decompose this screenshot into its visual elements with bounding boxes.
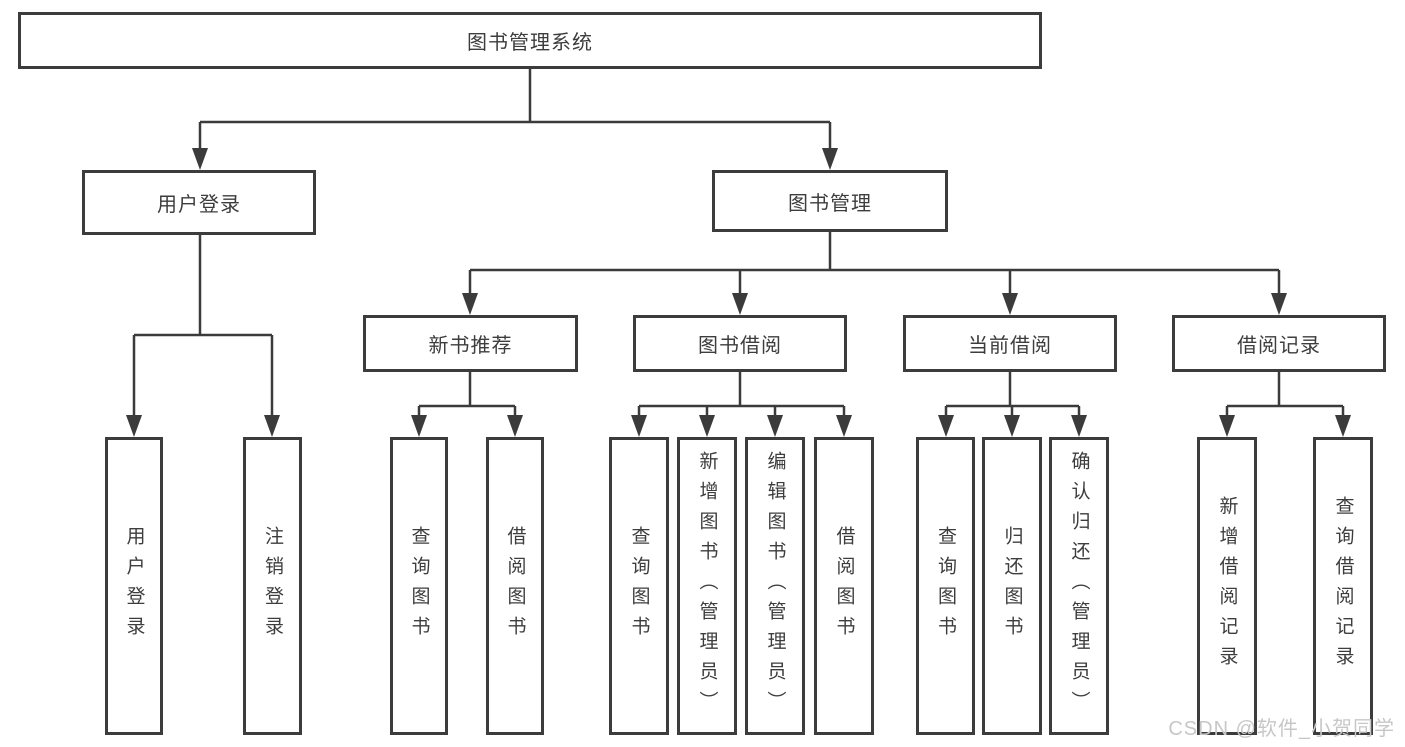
node-book-management: 图书管理 [712,170,948,232]
node-label: 确认归还（管理员） [1068,451,1090,721]
node-new-book-recommend: 新书推荐 [363,315,578,372]
node-label: 图书管理 [788,192,872,215]
leaf-query-borrow-record: 查询借阅记录 [1313,437,1373,735]
node-label: 查询图书 [408,526,430,646]
node-label: 新增图书（管理员） [696,451,718,721]
node-label: 查询图书 [628,526,650,646]
watermark: CSDN @软件_小贺同学 [1168,718,1395,740]
leaf-confirm-return-admin: 确认归还（管理员） [1049,437,1109,735]
node-current-borrowing: 当前借阅 [903,315,1117,372]
leaf-edit-book-admin: 编辑图书（管理员） [745,437,805,735]
leaf-add-borrow-record: 新增借阅记录 [1197,437,1257,735]
node-label: 查询图书 [935,526,956,646]
node-label: 借阅记录 [1237,335,1321,357]
leaf-query-books-current: 查询图书 [916,437,975,735]
leaf-user-login: 用户登录 [105,437,163,735]
node-label: 新增借阅记录 [1216,496,1238,676]
node-borrowing-records: 借阅记录 [1172,315,1386,372]
leaf-logout: 注销登录 [243,437,302,735]
node-label: 编辑图书（管理员） [764,451,786,721]
connector-paths [132,69,1345,416]
node-label: 借阅图书 [504,526,526,646]
node-label: 借阅图书 [833,526,855,646]
node-label: 查询借阅记录 [1332,496,1354,676]
node-label: 新书推荐 [428,335,513,357]
node-label: 图书借阅 [698,335,782,357]
node-book-borrowing: 图书借阅 [633,315,847,372]
node-library-management-system: 图书管理系统 [18,12,1042,69]
leaf-query-books-recommend: 查询图书 [390,437,448,735]
node-label: 用户登录 [123,526,145,646]
leaf-add-book-admin: 新增图书（管理员） [677,437,737,735]
leaf-borrow-books-recommend: 借阅图书 [486,437,544,735]
node-label: 注销登录 [262,526,283,646]
node-user-login: 用户登录 [82,170,316,235]
node-label: 当前借阅 [968,335,1052,357]
arrowhead-icons [126,148,1351,437]
node-label: 归还图书 [1001,526,1023,646]
node-label: 图书管理系统 [467,32,593,54]
leaf-borrow-books-borrowing: 借阅图书 [814,437,874,735]
node-label: 用户登录 [157,194,241,216]
leaf-return-book: 归还图书 [982,437,1042,735]
leaf-query-books-borrowing: 查询图书 [609,437,669,735]
